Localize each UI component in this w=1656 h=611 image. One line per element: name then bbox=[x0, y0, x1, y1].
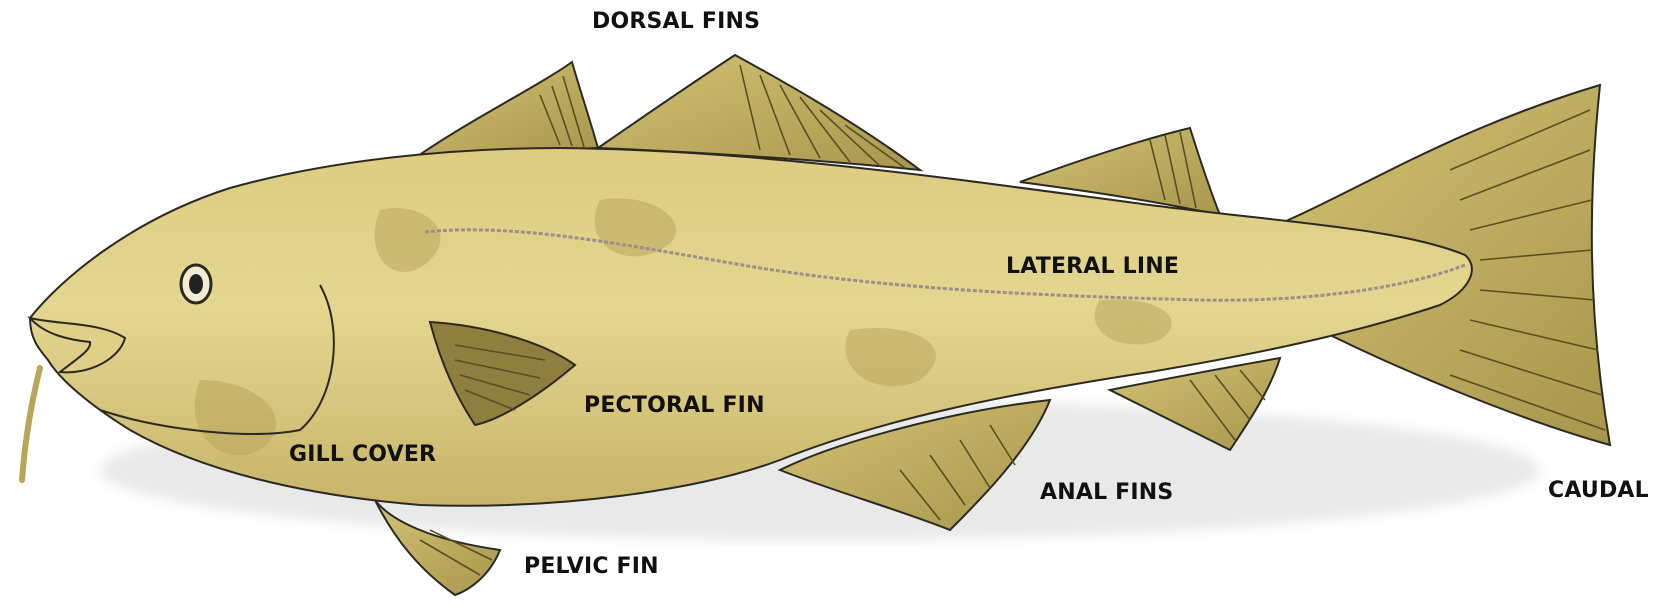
label-dorsal-fins: DORSAL FINS bbox=[592, 11, 760, 33]
label-pelvic-fin: PELVIC FIN bbox=[524, 556, 659, 578]
label-caudal: CAUDAL bbox=[1548, 480, 1649, 502]
label-gill-cover: GILL COVER bbox=[289, 444, 436, 466]
pupil bbox=[189, 274, 203, 294]
barbel bbox=[22, 368, 40, 480]
label-pectoral-fin: PECTORAL FIN bbox=[584, 395, 765, 417]
label-lateral-line: LATERAL LINE bbox=[1006, 256, 1179, 278]
label-anal-fins: ANAL FINS bbox=[1040, 482, 1173, 504]
